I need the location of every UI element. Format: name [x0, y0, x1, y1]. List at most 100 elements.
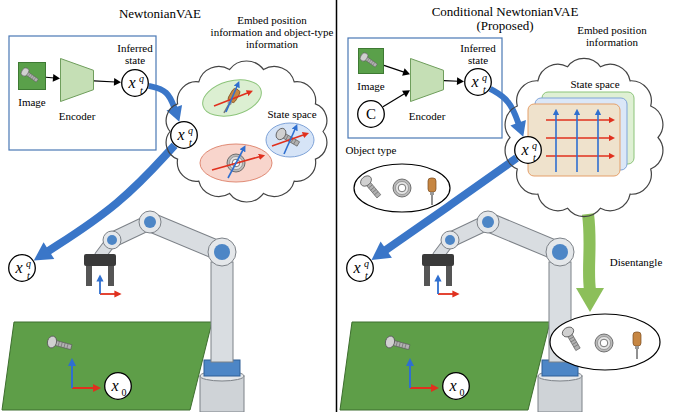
- state-symbol: x: [128, 74, 135, 92]
- text-holder: x: [471, 73, 478, 91]
- text-holder: t: [483, 83, 486, 94]
- flow-arrow: [46, 74, 60, 82]
- encoder-trapezoid: Encoder: [410, 58, 444, 102]
- object-icon: [20, 66, 40, 84]
- node-label: State space: [570, 78, 619, 90]
- arrow-head: [510, 120, 526, 137]
- image-thumbnail-outline: [358, 48, 384, 74]
- text-holder: t: [533, 151, 536, 162]
- text-holder: Encoder: [59, 110, 96, 122]
- circle-outline: [515, 137, 542, 164]
- image-thumbnail: Image: [18, 62, 46, 90]
- text-holder: q: [139, 72, 144, 83]
- state-circle: xqt: [8, 254, 36, 282]
- state-symbol: q: [26, 257, 31, 268]
- arrow-head: [167, 105, 183, 122]
- text-holder: State space: [267, 108, 316, 120]
- node-label: Image: [18, 96, 45, 108]
- arrow-head: [402, 90, 410, 97]
- panel-title: Conditional NewtonianVAE (Proposed): [419, 5, 591, 34]
- image-frame: [19, 63, 46, 90]
- state-symbol: q: [139, 72, 144, 83]
- text-holder: Inferred state: [110, 42, 160, 66]
- robot-scene: [340, 211, 582, 412]
- arrow-line: [444, 80, 458, 82]
- node-label: Encoder: [409, 110, 446, 122]
- state-symbol: x: [449, 377, 456, 395]
- panel-title: NewtonianVAE: [119, 7, 201, 21]
- annotation-label: Disentangle: [610, 256, 663, 268]
- circle-outline: [105, 373, 132, 400]
- node-label: Embed position information and object-ty…: [210, 14, 334, 50]
- text-holder: Object type: [345, 144, 396, 156]
- text-holder: q: [532, 139, 537, 150]
- text-holder: Encoder: [409, 110, 446, 122]
- state-circle: C: [357, 100, 385, 128]
- text-holder: t: [140, 84, 143, 95]
- image-thumbnail-outline: [18, 62, 46, 90]
- state-symbol: x: [521, 141, 528, 159]
- flow-arrow: [94, 78, 121, 86]
- node-label: Encoder: [59, 110, 96, 122]
- state-symbol: t: [483, 83, 486, 94]
- flow-arrow: [371, 158, 516, 260]
- node-label: Inferred state: [453, 42, 503, 66]
- object-icon: [359, 51, 379, 69]
- group-frame: [348, 38, 502, 138]
- node-label: Embed position information: [567, 24, 657, 48]
- arrow-head: [402, 68, 410, 75]
- text-holder: Inferred state: [453, 42, 503, 66]
- arrow-line: [383, 158, 516, 252]
- node-label: State space: [267, 108, 316, 120]
- arrow-line: [46, 145, 175, 252]
- encoder-shape: [61, 59, 94, 102]
- state-symbol: x: [353, 259, 360, 277]
- text-holder: t: [189, 136, 192, 147]
- disentangled-objects: [550, 314, 660, 370]
- state-circle: xqt: [170, 121, 198, 149]
- text-holder: 0: [122, 386, 127, 397]
- encoder-shape: [411, 59, 444, 102]
- text-holder: x: [128, 74, 135, 92]
- text-holder: x: [353, 259, 360, 277]
- circle-outline: [358, 101, 385, 128]
- state-circle: Inferred statexqt: [121, 69, 149, 97]
- text-holder: NewtonianVAE: [119, 7, 201, 21]
- panel-divider: [336, 0, 338, 412]
- arrow-head: [371, 242, 391, 260]
- flow-arrow: [444, 77, 464, 85]
- state-circle: x0: [442, 372, 470, 400]
- arrow-line: [384, 65, 405, 72]
- node-label: Image: [357, 80, 384, 92]
- state-symbol: q: [532, 139, 537, 150]
- text-holder: q: [26, 257, 31, 268]
- text-holder: q: [188, 124, 193, 135]
- thought-cloud: Embed position information and object-ty…: [160, 58, 333, 205]
- arrow-line: [383, 93, 405, 107]
- state-circle: xqt: [514, 136, 542, 164]
- arrow-head: [53, 74, 60, 82]
- arrow-line: [149, 86, 176, 111]
- circle-outline: [443, 373, 470, 400]
- text-holder: x: [177, 126, 184, 144]
- state-symbol: t: [533, 151, 536, 162]
- state-symbol: x: [471, 73, 478, 91]
- text-holder: Embed position information: [567, 24, 657, 48]
- text-holder: t: [365, 269, 368, 280]
- state-circle: xqt: [346, 254, 374, 282]
- flow-arrow: [383, 90, 410, 106]
- state-symbol: x: [111, 377, 118, 395]
- state-symbol: t: [365, 269, 368, 280]
- state-space-left: [199, 74, 314, 182]
- cloud-outline: [166, 61, 327, 202]
- state-circle: Inferred statexqt: [464, 68, 492, 96]
- encoder-trapezoid-outline: [60, 58, 94, 102]
- encoder-trapezoid-outline: [410, 58, 444, 102]
- node-label: Inferred state: [110, 42, 160, 66]
- text-holder: Image: [357, 80, 384, 92]
- state-symbol: x: [177, 126, 184, 144]
- circle-outline: [465, 69, 492, 96]
- circle-outline: [347, 255, 374, 282]
